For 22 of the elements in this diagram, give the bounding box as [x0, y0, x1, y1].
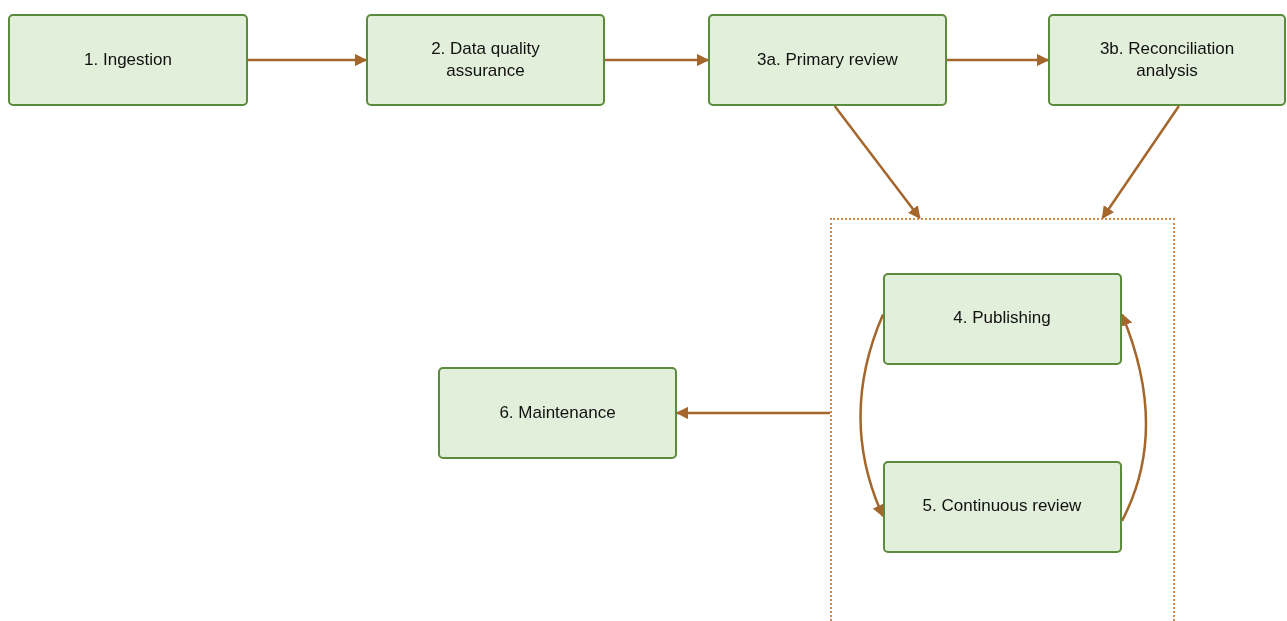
process-box — [882, 272, 1122, 365]
box-label: 6. Maintenance — [498, 401, 617, 424]
box-label: 2. Data quality assurance — [430, 37, 541, 82]
arrow — [833, 105, 921, 219]
dotted-group-box — [830, 218, 1175, 621]
arrow — [1120, 313, 1148, 522]
box-label: 3b. Reconciliation analysis — [1098, 37, 1236, 82]
process-box — [882, 460, 1122, 553]
box-label: 4. Publishing — [952, 307, 1052, 330]
process-box — [708, 14, 947, 106]
process-box — [8, 14, 248, 106]
arrow — [675, 406, 830, 420]
box-label: 5. Continuous review — [921, 495, 1083, 518]
arrow — [947, 53, 1050, 67]
arrow — [605, 53, 710, 67]
box-label: 1. Ingestion — [83, 48, 173, 71]
box-label: 3a. Primary review — [756, 48, 899, 71]
process-box — [366, 14, 605, 106]
process-box — [438, 367, 677, 459]
arrow — [1101, 105, 1180, 220]
process-box — [1048, 14, 1286, 106]
arrow — [248, 53, 368, 67]
